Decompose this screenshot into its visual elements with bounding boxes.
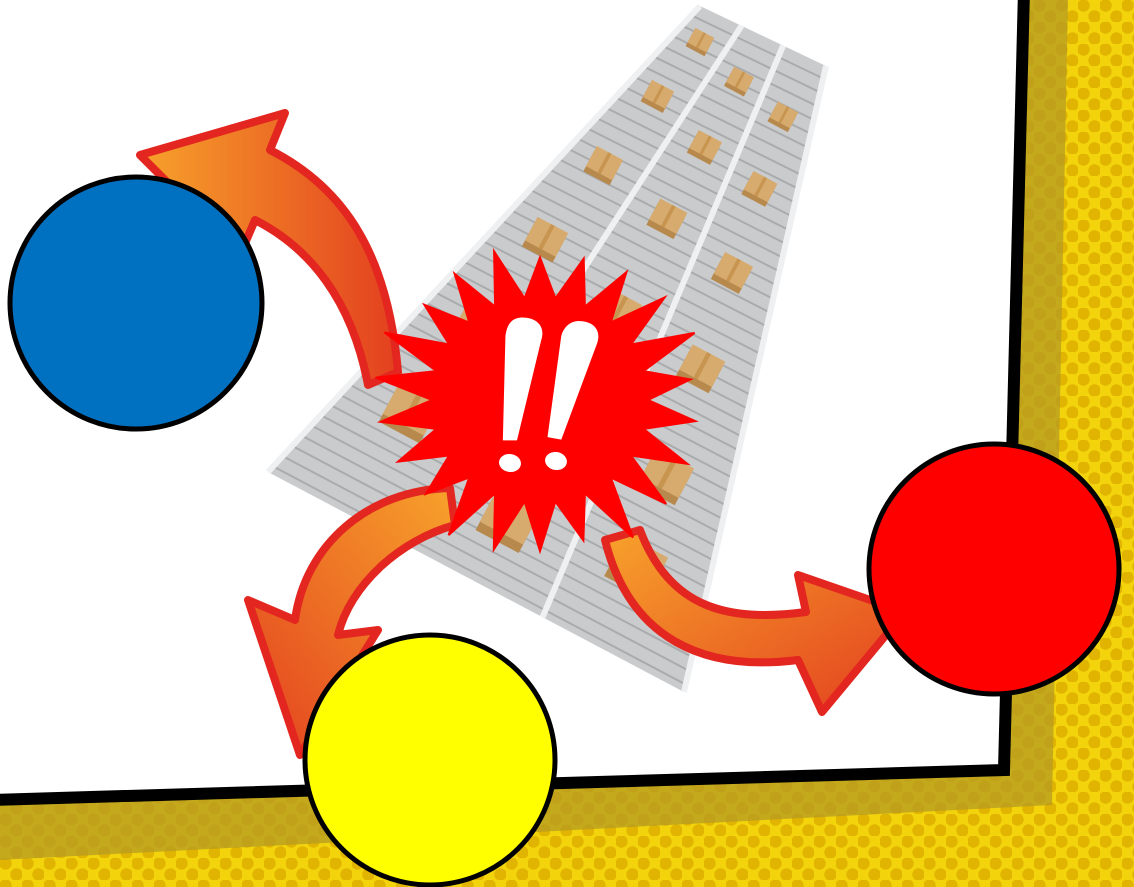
alert-starburst: !! (375, 247, 699, 555)
lane-divider (681, 65, 829, 693)
conveyor-roller (519, 198, 768, 328)
cardboard-box (583, 145, 623, 186)
arrow-to-red (601, 526, 909, 716)
cardboard-box (685, 27, 715, 57)
cardboard-box (767, 101, 799, 133)
cardboard-box (640, 79, 675, 114)
conveyor-roller (690, 14, 824, 80)
exclamation-icon (499, 317, 599, 473)
conveyor-roller (586, 127, 790, 231)
cardboard-box (675, 344, 726, 394)
red-circle (866, 441, 1122, 697)
conveyor-roller (272, 465, 687, 686)
conveyor-roller (529, 188, 771, 314)
cardboard-box (710, 251, 754, 294)
cardboard-box (521, 216, 569, 263)
arrow-to-blue (136, 109, 402, 389)
cardboard-box (723, 66, 754, 97)
cardboard-box (646, 198, 688, 240)
conveyor-roller (643, 65, 808, 149)
cardboard-box (741, 171, 778, 207)
blue-circle (7, 174, 265, 432)
cardboard-box (686, 129, 723, 165)
conveyor-roller (282, 455, 690, 672)
yellow-circle (302, 632, 558, 887)
cardboard-box (636, 448, 695, 506)
arrow-to-yellow (244, 484, 459, 759)
conveyor-roller (291, 445, 693, 658)
lane-divider (265, 3, 703, 475)
